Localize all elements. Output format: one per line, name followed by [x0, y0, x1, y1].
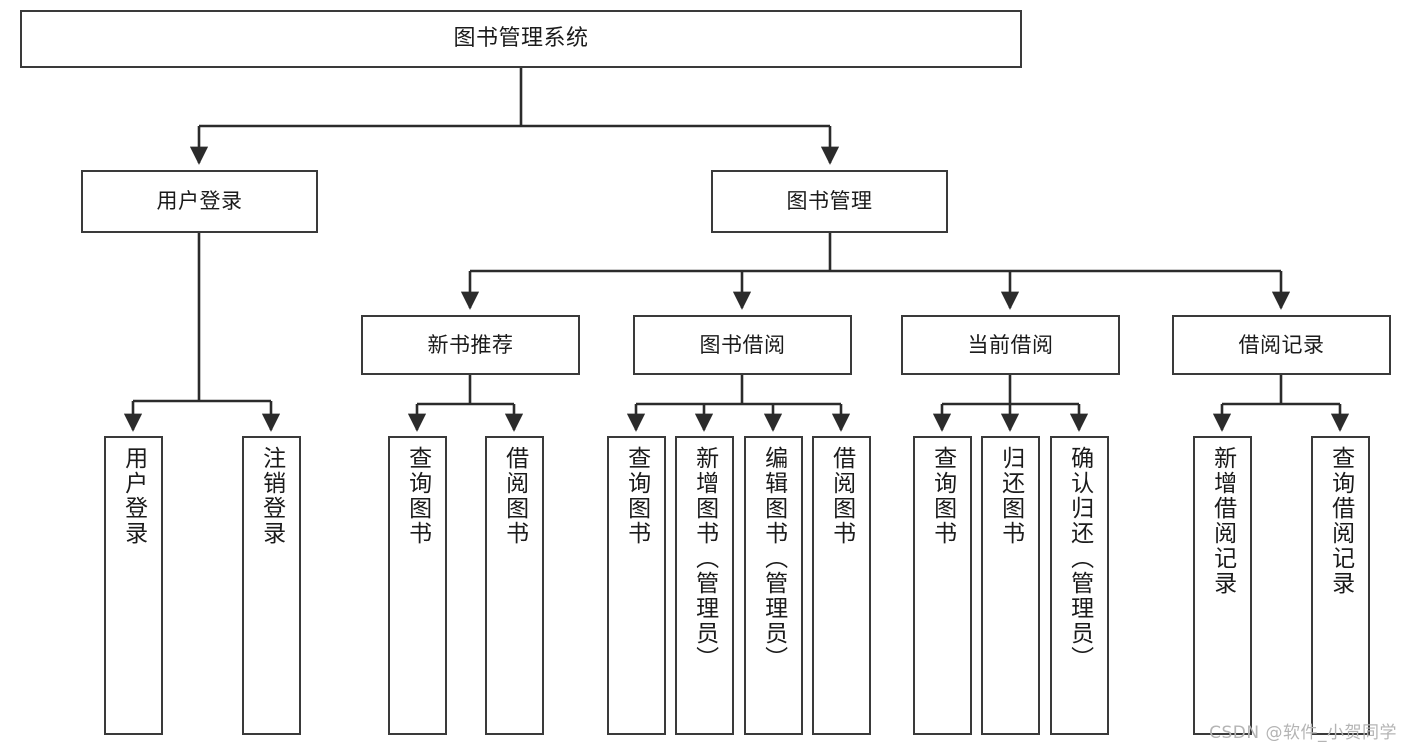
- leaf-borrow-query-book[interactable]: 查询图书: [607, 436, 666, 735]
- csdn-watermark: CSDN @软件_小贺同学: [1209, 723, 1397, 743]
- node-book-management[interactable]: 图书管理: [711, 170, 948, 233]
- node-root-system[interactable]: 图书管理系统: [20, 10, 1022, 68]
- leaf-recommend-query-book[interactable]: 查询图书: [388, 436, 447, 735]
- node-label: 新增借阅记录: [1209, 446, 1236, 596]
- node-label: 借阅图书: [828, 446, 855, 546]
- node-label: 注销登录: [258, 446, 285, 546]
- node-user-login[interactable]: 用户登录: [81, 170, 318, 233]
- node-label: 用户登录: [156, 189, 243, 214]
- node-label: 图书借阅: [699, 332, 786, 357]
- leaf-current-return-book[interactable]: 归还图书: [981, 436, 1040, 735]
- node-label: 查询图书: [623, 446, 650, 546]
- leaf-borrow-edit-book-admin[interactable]: 编辑图书（管理员）: [744, 436, 803, 735]
- leaf-borrow-add-book-admin[interactable]: 新增图书（管理员）: [675, 436, 734, 735]
- node-label: 查询图书: [404, 446, 431, 546]
- node-label: 查询图书: [929, 446, 956, 546]
- leaf-record-add-record[interactable]: 新增借阅记录: [1193, 436, 1252, 735]
- leaf-user-login-login[interactable]: 用户登录: [104, 436, 163, 735]
- leaf-current-confirm-return-admin[interactable]: 确认归还（管理员）: [1050, 436, 1109, 735]
- node-label: 查询借阅记录: [1327, 446, 1354, 596]
- node-label: 用户登录: [120, 446, 147, 546]
- leaf-recommend-borrow-book[interactable]: 借阅图书: [485, 436, 544, 735]
- node-label: 归还图书: [997, 446, 1024, 546]
- leaf-user-login-logout[interactable]: 注销登录: [242, 436, 301, 735]
- node-label: 图书管理: [786, 189, 873, 214]
- leaf-current-query-book[interactable]: 查询图书: [913, 436, 972, 735]
- node-label: 新书推荐: [427, 332, 514, 357]
- leaf-borrow-borrow-book[interactable]: 借阅图书: [812, 436, 871, 735]
- node-book-borrow[interactable]: 图书借阅: [633, 315, 852, 375]
- node-label: 图书管理系统: [453, 26, 589, 52]
- node-label: 当前借阅: [967, 332, 1054, 357]
- node-new-book-recommend[interactable]: 新书推荐: [361, 315, 580, 375]
- node-current-borrow[interactable]: 当前借阅: [901, 315, 1120, 375]
- node-label: 借阅记录: [1238, 332, 1325, 357]
- node-label: 确认归还（管理员）: [1066, 446, 1093, 671]
- node-borrow-record[interactable]: 借阅记录: [1172, 315, 1391, 375]
- leaf-record-query-record[interactable]: 查询借阅记录: [1311, 436, 1370, 735]
- node-label: 编辑图书（管理员）: [760, 446, 787, 671]
- node-label: 借阅图书: [501, 446, 528, 546]
- node-label: 新增图书（管理员）: [691, 446, 718, 671]
